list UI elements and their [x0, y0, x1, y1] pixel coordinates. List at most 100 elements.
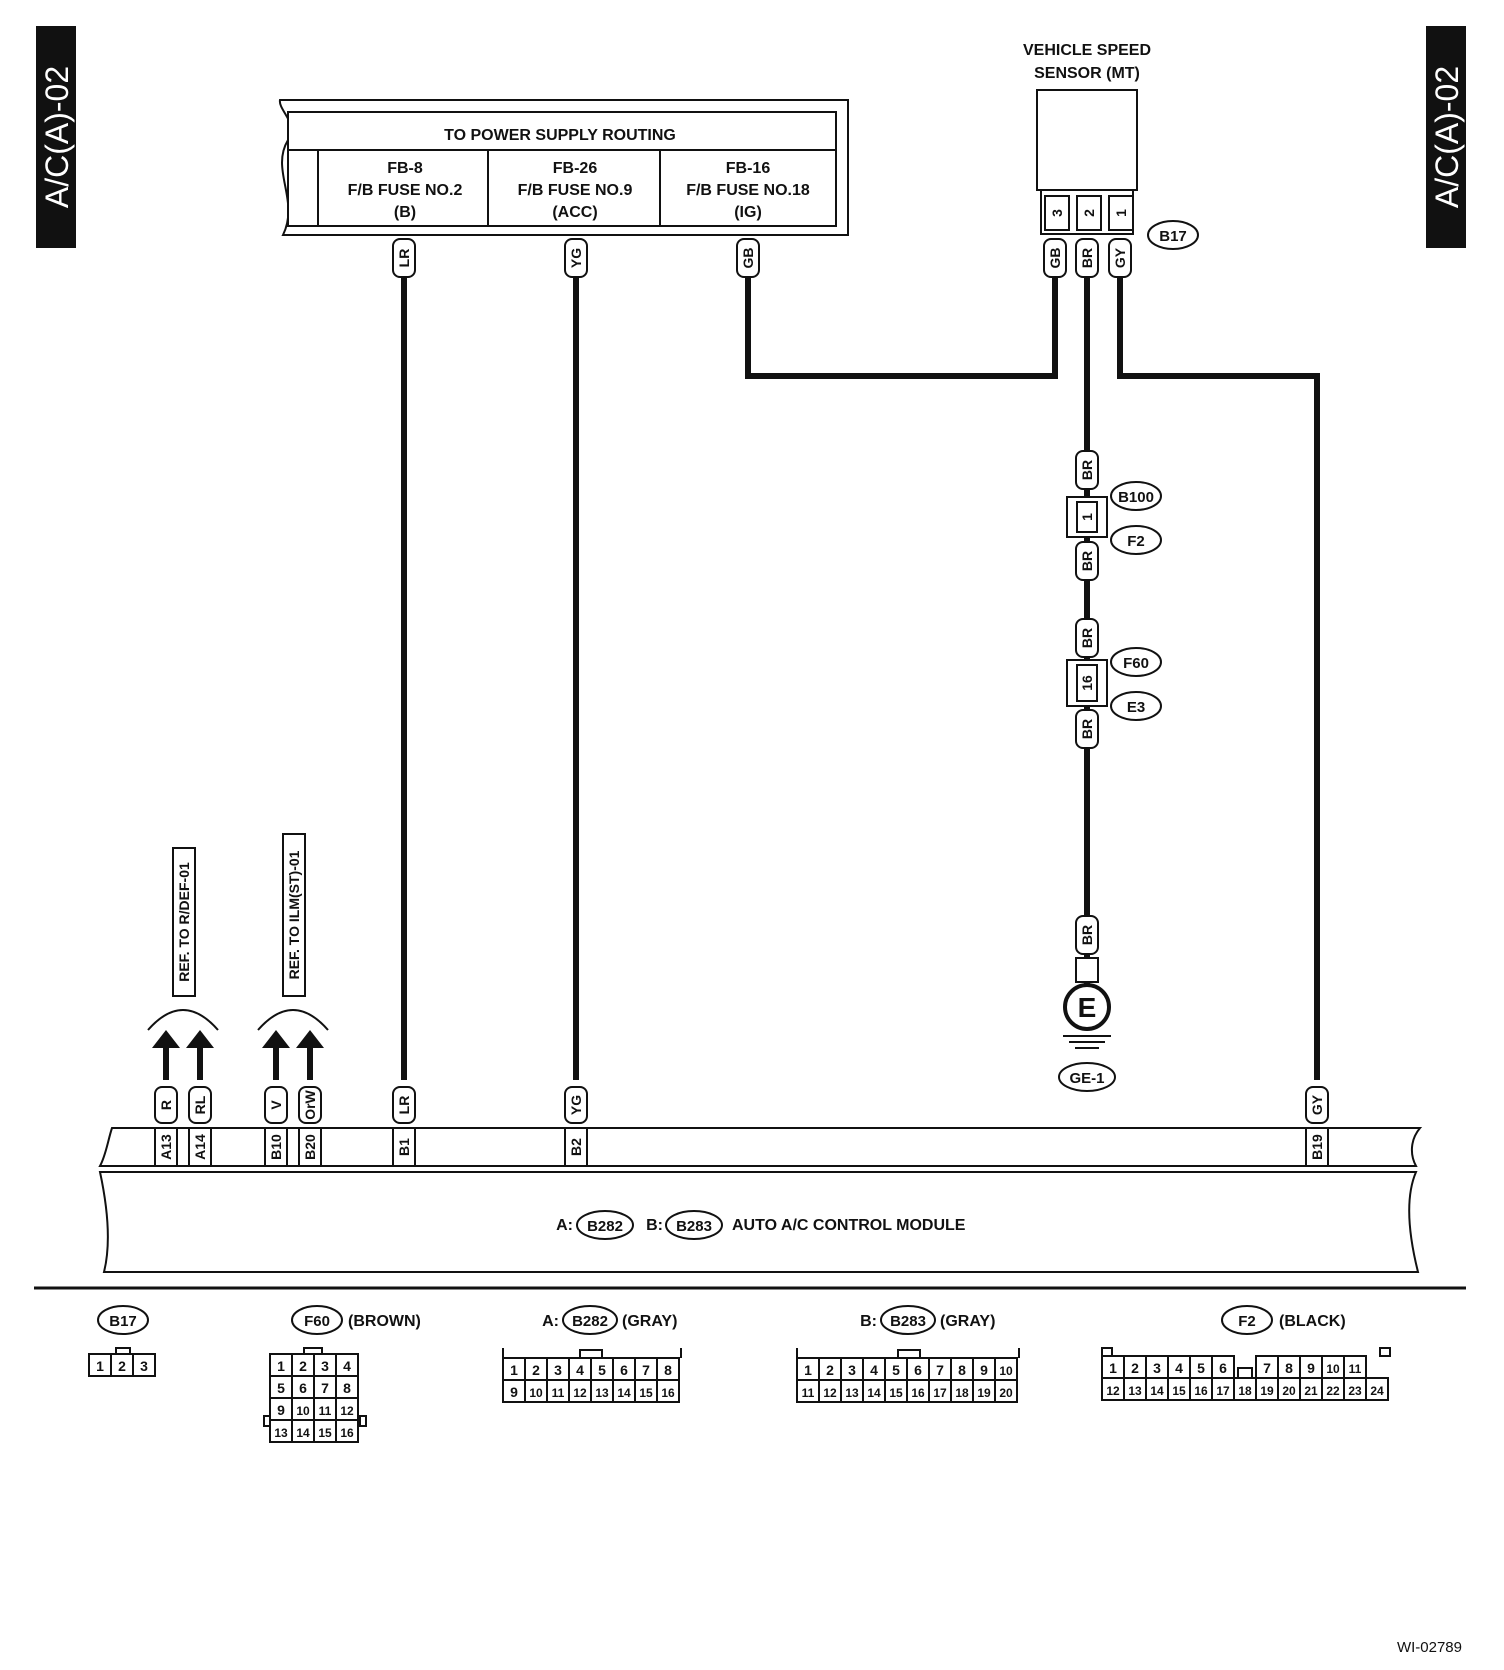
terminal-a13: A13 [158, 1134, 174, 1160]
f2-pin: 8 [1285, 1360, 1293, 1376]
b283-pin: 10 [999, 1364, 1013, 1378]
b282-pin: 11 [552, 1386, 565, 1400]
connector-view-b17-name: B17 [109, 1313, 137, 1330]
b282-pin: 5 [598, 1362, 606, 1378]
fuse-fb8-type: (B) [394, 204, 416, 221]
terminal-a14: A14 [192, 1134, 208, 1160]
inline-connector-b100-f2: 1 B100 F2 [1066, 481, 1162, 555]
b282-pin: 9 [510, 1384, 518, 1400]
wire-tag-yg-bottom: YG [564, 1086, 588, 1124]
wire-tag-sensor-gy-text: GY [1112, 247, 1128, 268]
b282-pin: 3 [554, 1362, 562, 1378]
b17-pin-1: 1 [96, 1358, 104, 1374]
b282-pin: 14 [617, 1386, 631, 1400]
wire-tag-sensor-br: BR [1075, 238, 1099, 278]
sensor-title-line1: VEHICLE SPEED [1023, 42, 1151, 59]
fuse-fb26-type: (ACC) [552, 204, 597, 221]
side-tab-left-label: A/C(A)-02 [39, 66, 75, 208]
b282-pin: 16 [661, 1386, 675, 1400]
connector-view-f60-color: (BROWN) [348, 1313, 421, 1330]
f2-pin: 13 [1128, 1384, 1142, 1398]
wire-tag-br-4-text: BR [1079, 719, 1095, 739]
wire-tag-r-text: R [158, 1100, 174, 1110]
b283-pin: 4 [870, 1362, 878, 1378]
wire-tag-br-4: BR [1075, 709, 1099, 749]
fuse-fb26-name: F/B FUSE NO.9 [518, 182, 633, 199]
wire-tag-yg-bottom-text: YG [568, 1095, 584, 1115]
b283-pin: 2 [826, 1362, 834, 1378]
terminal-b1: B1 [396, 1138, 412, 1156]
inline-pin-16: 16 [1079, 675, 1095, 691]
wire-tags: LR YG GB GB BR GY BR BR BR BR BR R RL V … [154, 238, 1329, 1124]
wire-tag-sensor-br-text: BR [1079, 248, 1095, 268]
f2-pin: 18 [1238, 1384, 1252, 1398]
b283-pin: 17 [933, 1386, 947, 1400]
arrow-up-icon [152, 1030, 180, 1048]
module-b-prefix: B: [646, 1217, 663, 1234]
ground-label: GE-1 [1069, 1070, 1104, 1087]
arrow-up-icon [296, 1030, 324, 1048]
f60-pin: 6 [299, 1380, 307, 1396]
b282-pin: 15 [639, 1386, 653, 1400]
f2-pin: 7 [1263, 1360, 1271, 1376]
wire-tag-br-5-text: BR [1079, 925, 1095, 945]
wire-tag-br-2: BR [1075, 541, 1099, 581]
wire-tag-br-3-text: BR [1079, 628, 1095, 648]
b283-pin: 5 [892, 1362, 900, 1378]
wire-tag-sensor-gy: GY [1108, 238, 1132, 278]
connector-view-b282-color: (GRAY) [622, 1313, 677, 1330]
wire-tag-lr-bottom: LR [392, 1086, 416, 1124]
wire-tag-rl: RL [188, 1086, 212, 1124]
f60-cell [335, 1419, 359, 1443]
wire-tag-lr-top-text: LR [396, 249, 412, 268]
f2-pin: 22 [1326, 1384, 1340, 1398]
ref-ilm-text: REF. TO ILM(ST)-01 [286, 850, 302, 979]
fuse-fb8-code: FB-8 [387, 160, 423, 177]
sensor-pin-1: 1 [1113, 209, 1129, 217]
b283-pin: 14 [867, 1386, 881, 1400]
b283-pin: 15 [889, 1386, 903, 1400]
b283-pin: 16 [911, 1386, 925, 1400]
fuse-fb16: FB-16 F/B FUSE NO.18 (IG) [686, 160, 810, 221]
wire-tag-sensor-gb: GB [1043, 238, 1067, 278]
wire-tag-br-5: BR [1075, 915, 1099, 955]
b282-pin: 10 [529, 1386, 543, 1400]
connector-view-b282-name: B282 [572, 1313, 608, 1330]
wire-tag-gy-bottom-text: GY [1309, 1094, 1325, 1115]
wire-tag-yg-top: YG [564, 238, 588, 278]
connector-view-b17: B17 1 2 3 [88, 1305, 156, 1377]
inline-connector-f60-e3: 16 F60 E3 [1066, 647, 1162, 721]
fuse-fb26: FB-26 F/B FUSE NO.9 (ACC) [518, 160, 633, 221]
b282-cell [656, 1379, 680, 1403]
b283-pin: 3 [848, 1362, 856, 1378]
arrow-up-icon [262, 1030, 290, 1048]
f60-pin: 5 [277, 1380, 285, 1396]
connector-f60-label: F60 [1123, 655, 1149, 672]
wire-tag-v-text: V [268, 1100, 284, 1110]
wire-tag-br-1: BR [1075, 450, 1099, 490]
arrow-up-icon [186, 1030, 214, 1048]
module-name: AUTO A/C CONTROL MODULE [732, 1217, 966, 1234]
ground-ge1: E GE-1 [1058, 957, 1116, 1092]
terminal-b2: B2 [568, 1138, 584, 1156]
b283-cell [994, 1379, 1018, 1403]
f2-pin: 5 [1197, 1360, 1205, 1376]
fuse-fb8: FB-8 F/B FUSE NO.2 (B) [348, 160, 463, 221]
b282-pin: 13 [595, 1386, 609, 1400]
f2-key-notch [1237, 1367, 1253, 1379]
fuse-fb16-type: (IG) [734, 204, 762, 221]
b283-pin: 11 [802, 1386, 815, 1400]
f2-pin: 16 [1194, 1384, 1208, 1398]
inline-pin-1: 1 [1079, 513, 1095, 521]
ground-symbol: E [1078, 992, 1097, 1023]
f60-pin: 15 [318, 1426, 332, 1440]
f60-pin: 3 [321, 1358, 329, 1374]
terminal-b10: B10 [268, 1134, 284, 1160]
b282-pin: 1 [510, 1362, 518, 1378]
